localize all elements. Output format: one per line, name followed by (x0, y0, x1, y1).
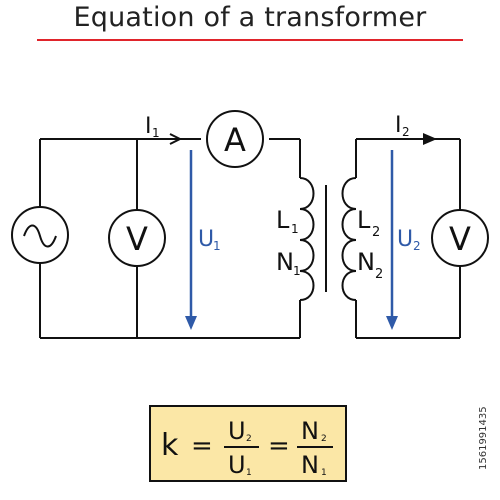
current-i1-subscript: 1 (152, 126, 160, 140)
ammeter: A (206, 110, 264, 168)
inductance-l2-label: L (357, 206, 371, 234)
voltage-u1-subscript: 1 (213, 239, 221, 253)
formula-u2-subscript: 2 (246, 434, 252, 444)
inductance-l2-subscript: 2 (372, 225, 380, 240)
voltage-u2-subscript: 2 (413, 239, 421, 253)
turns-n1-label: N (276, 248, 294, 276)
formula-n2-subscript: 2 (321, 434, 327, 444)
voltage-u2-arrowhead (386, 316, 398, 330)
primary-voltmeter-label: V (126, 220, 148, 258)
voltage-u1-arrowhead (185, 316, 197, 330)
formula-n1-subscript: 1 (321, 468, 327, 478)
current-i2-subscript: 2 (402, 125, 410, 139)
formula-box: k = U 2 U 1 = N 2 N 1 (149, 405, 347, 482)
sine-wave-icon (23, 224, 57, 248)
formula-u2: U (228, 417, 246, 445)
voltage-u1-label: U (198, 227, 214, 252)
secondary-voltmeter: V (431, 209, 489, 267)
formula-equals-2: = (268, 431, 290, 461)
secondary-coil (341, 177, 357, 301)
formula-n2: N (301, 417, 319, 445)
inductance-l1-label: L (276, 206, 290, 234)
formula-n1: N (301, 451, 319, 479)
voltage-u2-label: U (397, 227, 413, 252)
inductance-l1-subscript: 1 (291, 222, 299, 236)
ac-source (11, 206, 69, 264)
primary-coil (299, 177, 315, 301)
stock-id-watermark: 1561991435 (478, 406, 489, 470)
formula-u1-subscript: 1 (246, 468, 252, 478)
secondary-voltmeter-label: V (449, 220, 471, 258)
formula-k: k (161, 428, 179, 463)
primary-voltmeter: V (108, 209, 166, 267)
turns-n2-label: N (357, 248, 375, 276)
current-i2-arrowhead (423, 133, 437, 145)
page-title: Equation of a transformer (73, 2, 427, 33)
title-underline (37, 39, 463, 41)
ammeter-label: A (224, 121, 246, 159)
formula-u1: U (228, 451, 246, 479)
formula: k = U 2 U 1 = N 2 N 1 (161, 417, 333, 479)
turns-n2-subscript: 2 (375, 267, 383, 282)
primary-wiring (39, 138, 301, 339)
current-i1-label: I (145, 114, 152, 139)
formula-equals-1: = (191, 431, 213, 461)
current-i2-label: I (395, 113, 402, 138)
secondary-wiring (355, 138, 461, 339)
turns-n1-subscript: 1 (293, 264, 301, 278)
current-i1-arrowhead (169, 133, 183, 145)
